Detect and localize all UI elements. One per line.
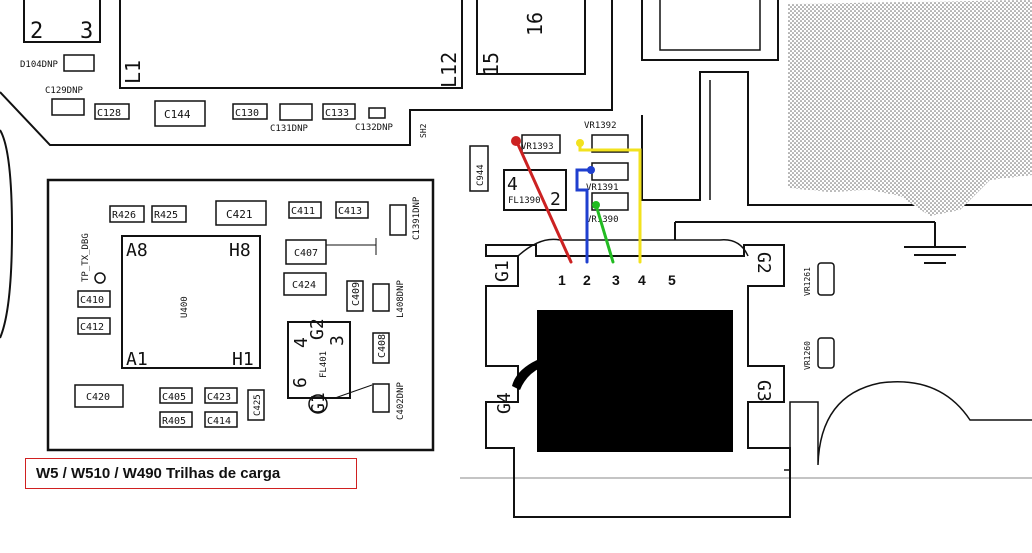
trace-dot-pin-1 bbox=[511, 136, 521, 146]
label-sh2: SH2 bbox=[419, 123, 428, 138]
chip-u400 bbox=[121, 235, 261, 369]
label-c132dnp: C132DNP bbox=[355, 123, 394, 133]
connector-pin-1: 1 bbox=[558, 272, 566, 288]
label-vr1393: VR1393 bbox=[521, 142, 554, 152]
label-d104dnp: D104DNP bbox=[20, 60, 59, 70]
label-c408: C408 bbox=[377, 334, 388, 358]
label-16: 16 bbox=[523, 12, 547, 36]
label-c130: C130 bbox=[235, 108, 259, 119]
label-vr1260: VR1260 bbox=[803, 341, 812, 370]
diagram-caption: W5 / W510 / W490 Trilhas de carga bbox=[25, 458, 357, 489]
label-c425: C425 bbox=[253, 394, 263, 416]
ground-pad-g2: G2 bbox=[753, 252, 774, 274]
label-fl401-3: 3 bbox=[327, 335, 348, 346]
connector-pin-2: 2 bbox=[583, 272, 591, 288]
label-vr1390: VR1390 bbox=[586, 215, 619, 225]
label-r405: R405 bbox=[162, 416, 186, 427]
label-c414: C414 bbox=[207, 416, 231, 427]
trace-dot-pin-3 bbox=[592, 201, 600, 209]
label-c131dnp: C131DNP bbox=[270, 124, 309, 134]
label-fl401: FL401 bbox=[319, 351, 329, 378]
trace-pin-4 bbox=[578, 141, 642, 264]
label-c405: C405 bbox=[162, 392, 186, 403]
chip-name-u400: U400 bbox=[180, 296, 190, 318]
component-2-3 bbox=[23, 0, 101, 43]
chip-corner-h8: H8 bbox=[229, 240, 251, 261]
ground-icon bbox=[904, 222, 966, 264]
label-r425: R425 bbox=[154, 210, 178, 221]
shield-dotted-area bbox=[788, 0, 1032, 216]
label-c423: C423 bbox=[207, 392, 231, 403]
board-section-u400 bbox=[46, 178, 435, 452]
trace-dot-pin-4 bbox=[576, 139, 584, 147]
label-c411: C411 bbox=[291, 206, 315, 217]
ground-pad-g4: G4 bbox=[494, 392, 515, 414]
label-tp-tx-dbg: TP_TX_DBG bbox=[81, 233, 91, 282]
label-c412: C412 bbox=[80, 322, 104, 333]
trace-pin-1 bbox=[514, 138, 573, 264]
connector-pin-4: 4 bbox=[638, 272, 646, 288]
shield-l1-l12 bbox=[119, 0, 463, 89]
label-fl401-4: 4 bbox=[291, 337, 312, 348]
label-c421: C421 bbox=[226, 208, 253, 221]
label-c420: C420 bbox=[86, 392, 110, 403]
label-c413: C413 bbox=[338, 206, 362, 217]
chip-corner-a1: A1 bbox=[126, 349, 148, 370]
label-fl1390: FL1390 bbox=[508, 196, 541, 206]
label-c1391dnp: C1391DNP bbox=[412, 196, 422, 240]
chip-corner-a8: A8 bbox=[126, 240, 148, 261]
chip-corner-h1: H1 bbox=[232, 349, 254, 370]
label-c944: C944 bbox=[476, 164, 486, 186]
label-fl1390-2: 2 bbox=[550, 189, 561, 210]
trace-pin-2 bbox=[575, 168, 593, 264]
connector-pin-3: 3 bbox=[612, 272, 620, 288]
label-c128: C128 bbox=[97, 108, 121, 119]
ground-pad-g1: G1 bbox=[492, 260, 513, 282]
label-2: 2 bbox=[30, 19, 43, 44]
connector-pin-5: 5 bbox=[668, 272, 676, 288]
label-vr1391: VR1391 bbox=[586, 183, 619, 193]
label-c402dnp: C402DNP bbox=[396, 381, 406, 420]
label-fl401-6: 6 bbox=[290, 377, 311, 388]
component-fl401 bbox=[287, 321, 351, 399]
trace-pin-3 bbox=[594, 203, 615, 264]
label-c424: C424 bbox=[292, 280, 316, 291]
charging-connector bbox=[485, 244, 791, 518]
trace-dot-pin-2 bbox=[587, 166, 595, 174]
label-r426: R426 bbox=[112, 210, 136, 221]
label-c410: C410 bbox=[80, 295, 104, 306]
label-vr1392: VR1392 bbox=[584, 121, 617, 131]
label-l1: L1 bbox=[121, 60, 145, 84]
label-c409: C409 bbox=[351, 282, 362, 306]
ground-pad-g3: G3 bbox=[753, 380, 774, 402]
label-fl1390-4: 4 bbox=[507, 174, 518, 195]
label-vr1261: VR1261 bbox=[803, 267, 812, 296]
label-l408dnp: L408DNP bbox=[396, 279, 406, 318]
label-3: 3 bbox=[80, 19, 93, 44]
component-15-16 bbox=[476, 0, 586, 75]
label-c407: C407 bbox=[294, 248, 318, 259]
label-c133: C133 bbox=[325, 108, 349, 119]
component-fl1390 bbox=[503, 169, 567, 211]
label-c129dnp: C129DNP bbox=[45, 86, 84, 96]
connector-body bbox=[537, 310, 733, 452]
label-fl401-g2: G2 bbox=[307, 318, 328, 340]
label-c144: C144 bbox=[164, 108, 191, 121]
label-15: 15 bbox=[479, 52, 503, 76]
label-l12: L12 bbox=[437, 52, 461, 88]
